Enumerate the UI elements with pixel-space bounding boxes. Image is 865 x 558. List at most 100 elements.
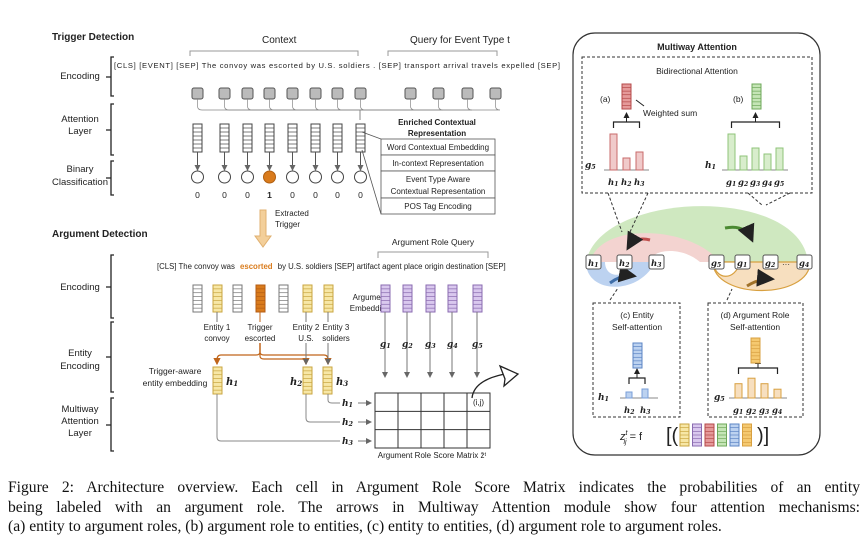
multiway-title: Multiway Attention	[657, 42, 737, 52]
h-label-2-sub: 2	[296, 379, 302, 388]
h-label-3-base: h	[336, 377, 343, 388]
g-label-4: g4	[447, 340, 458, 350]
extracted-trigger-arrow	[254, 209, 272, 248]
attn-d-key-g1: g1	[733, 406, 743, 416]
classification-node	[286, 170, 299, 184]
attn-b-key-g1-sub: 1	[732, 181, 736, 188]
vector-frame	[302, 366, 313, 395]
vector-frame	[621, 83, 632, 110]
g-label-2-base: g	[402, 340, 408, 350]
node-label-h2: h2	[619, 259, 629, 269]
dashed-connector	[607, 192, 623, 233]
vector-frame	[232, 284, 243, 313]
attn-d-key-g3: g3	[759, 406, 770, 416]
formula-vector	[742, 423, 752, 447]
g-label-3: g3	[425, 340, 436, 350]
node-label-h1: h1	[588, 259, 598, 269]
attention-link	[359, 99, 444, 120]
token-node	[432, 87, 445, 100]
caption-line: Figure 2: Architecture overview. Each ce…	[8, 479, 860, 496]
h-label-1-sub: 1	[233, 379, 238, 388]
enriched-row: Word Contextual Embedding	[387, 143, 489, 152]
attn-d-key-g4: g4	[772, 406, 782, 416]
attention-link	[359, 99, 366, 120]
token-node	[191, 87, 204, 100]
dashed-connector	[765, 192, 791, 206]
vector-frame	[278, 284, 289, 313]
attn-c-query-base: h	[598, 393, 605, 403]
attn-b-query-base: h	[705, 161, 712, 171]
attn-d-bar	[773, 388, 782, 399]
dashed-connector	[629, 192, 649, 233]
attn-c-key-h3-base: h	[640, 406, 646, 416]
entity-2-word: U.S.	[298, 334, 314, 343]
blue-curved-arrow	[609, 264, 637, 285]
attn-c-bar	[625, 391, 633, 399]
attention-link	[224, 99, 361, 120]
context-vector	[264, 123, 275, 153]
argument-role-vector	[425, 284, 436, 313]
attn-d-query: g5	[714, 393, 725, 403]
node-g1	[734, 254, 751, 270]
attn-d-key-g3-sub: 3	[765, 409, 770, 416]
extracted-trigger-label-1: Extracted	[275, 209, 309, 218]
classification-node	[309, 170, 322, 184]
attention-link	[315, 99, 361, 120]
stage-entity-label-1: Entity	[68, 348, 92, 359]
expand-arrow-head	[498, 364, 520, 388]
attn-b-key-g4-sub: 4	[768, 181, 772, 188]
h-label-2-base: h	[290, 377, 297, 388]
attention-link	[247, 99, 361, 120]
node-label-h3-sub: 3	[657, 262, 662, 269]
node-label-g1: g1	[737, 259, 747, 269]
attn-a-bar	[622, 157, 631, 171]
attn-a-key-h1-base: h	[608, 178, 614, 188]
label-d-2: Self-attention	[730, 322, 780, 332]
attn-a-key-h1: h1	[608, 178, 618, 188]
attn-d-key-g2-base: g	[746, 406, 752, 416]
context-vector	[192, 123, 203, 153]
h-label-1: h1	[226, 377, 238, 388]
dashed-connector	[609, 287, 619, 301]
formula-vector	[717, 423, 727, 447]
formula-vector	[679, 423, 690, 447]
g-label-1-sub: 1	[386, 342, 391, 350]
attn-b-key-g3: g3	[750, 178, 761, 188]
node-label-g2-sub: 2	[770, 262, 775, 269]
vector-frame	[751, 83, 762, 110]
token-node	[404, 87, 417, 100]
attn-a-key-h2-base: h	[621, 178, 627, 188]
g-label-5-sub: 5	[478, 342, 483, 350]
dashed-connector	[747, 192, 763, 206]
attn-b-key-g1-base: g	[726, 178, 732, 188]
attn-b-key-g1: g1	[726, 178, 736, 188]
h3-feed	[216, 394, 340, 442]
label-a: (a)	[600, 94, 611, 104]
attn-b-bar	[775, 147, 784, 171]
attn-c-key-h3: h3	[640, 406, 651, 416]
token-node	[309, 87, 322, 100]
attn-b-key-g5-sub: 5	[780, 181, 784, 188]
attn-b-bar	[739, 155, 748, 171]
attn-c-key-h3-sub: 3	[646, 409, 651, 416]
formula-vector	[704, 423, 715, 447]
figure-caption: Figure 2: Architecture overview. Each ce…	[8, 478, 860, 537]
trigger-detection-title: Trigger Detection	[52, 32, 134, 43]
context-vector	[355, 123, 366, 153]
attn-a-key-h2-sub: 2	[626, 181, 631, 188]
red-curved-arrow	[626, 230, 651, 251]
attention-link	[359, 99, 473, 120]
attn-b-query-sub: 1	[712, 163, 717, 171]
query-bracket	[387, 50, 498, 56]
argument-role-vector	[380, 284, 391, 313]
node-label-g1-sub: 1	[743, 262, 747, 269]
node-g4	[796, 254, 813, 270]
node-label-g5-sub: 5	[717, 262, 721, 269]
trigger-to-entity3	[259, 343, 332, 366]
node-h2	[616, 254, 633, 270]
argument-role-query-label: Argument Role Query	[392, 237, 475, 247]
entity-2-label: Entity 2	[293, 323, 320, 332]
g-label-5: g5	[472, 340, 483, 350]
